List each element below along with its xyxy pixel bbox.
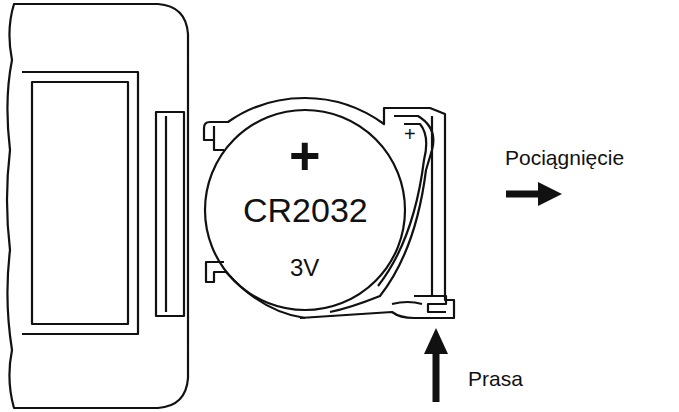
contact-polarity-mark: + bbox=[404, 124, 416, 144]
polarity-mark: + bbox=[289, 128, 321, 182]
coin-cell-outline bbox=[205, 110, 405, 310]
contact-spring-inner bbox=[378, 124, 426, 286]
pull-label: Pociągnięcie bbox=[505, 147, 624, 168]
coin-cell: + CR2032 3V bbox=[205, 110, 405, 310]
press-arrow bbox=[424, 328, 448, 402]
holder-tray bbox=[204, 98, 454, 318]
battery-type: CR2032 bbox=[243, 193, 368, 227]
holder-slot-line bbox=[165, 116, 167, 312]
holder-tab-left-top bbox=[214, 140, 224, 150]
housing-recess bbox=[22, 72, 138, 334]
holder-wall bbox=[431, 116, 433, 296]
pull-arrow bbox=[506, 182, 562, 206]
holder-tab-left-bottom bbox=[206, 262, 226, 282]
battery-voltage: 3V bbox=[290, 256, 319, 280]
holder-latch-lower bbox=[392, 302, 422, 304]
housing-recess-inner bbox=[32, 82, 128, 324]
device-housing bbox=[7, 4, 188, 408]
press-label: Prasa bbox=[468, 368, 523, 389]
holder-slot bbox=[156, 112, 184, 316]
